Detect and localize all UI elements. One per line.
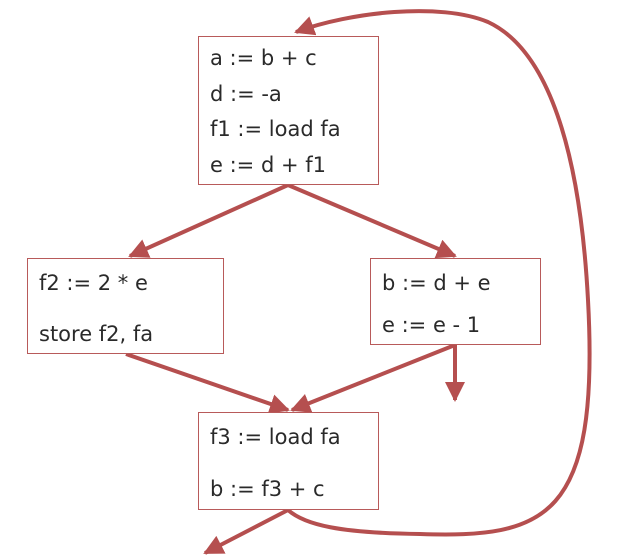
instruction-line: f1 := load fa — [210, 117, 341, 141]
instruction-line: e := d + f1 — [210, 153, 326, 177]
edge-entry-to-left — [128, 183, 289, 258]
basic-block-join: f3 := load fa b := f3 + c — [198, 412, 379, 510]
basic-block-left: f2 := 2 * e store f2, fa — [27, 258, 224, 354]
edge-left-to-join — [125, 352, 290, 414]
edge-right-to-join — [290, 343, 456, 413]
instruction-line: e := e - 1 — [382, 313, 481, 337]
basic-block-entry: a := b + c d := -a f1 := load fa e := d … — [198, 36, 379, 185]
instruction-line: f2 := 2 * e — [39, 271, 148, 295]
instruction-line: b := f3 + c — [210, 477, 325, 501]
basic-block-right: b := d + e e := e - 1 — [370, 258, 541, 345]
edge-entry-to-right — [287, 183, 457, 259]
instruction-line: f3 := load fa — [210, 425, 341, 449]
instruction-line: a := b + c — [210, 46, 317, 70]
edge-join-exit — [203, 508, 289, 555]
instruction-line: store f2, fa — [39, 322, 154, 346]
instruction-line: b := d + e — [382, 271, 491, 295]
instruction-line: d := -a — [210, 82, 282, 106]
